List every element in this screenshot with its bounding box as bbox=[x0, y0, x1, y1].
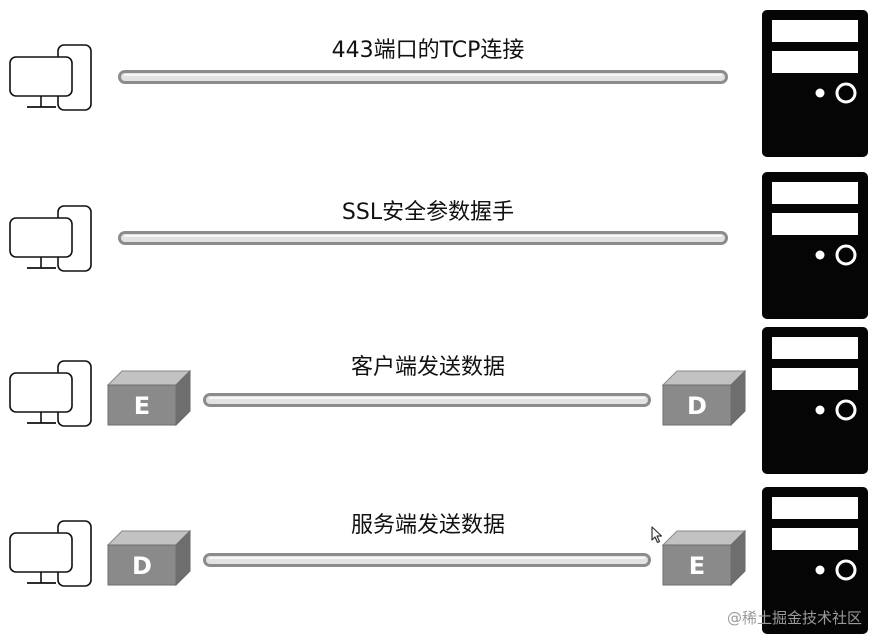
row-label-1: 443端口的TCP连接 bbox=[331, 38, 525, 63]
mouse-cursor-icon bbox=[651, 526, 663, 544]
client-computer-icon-4 bbox=[9, 520, 92, 587]
connection-pipe-3 bbox=[203, 393, 651, 407]
server-icon-2 bbox=[762, 172, 868, 319]
row-label-3: 客户端发送数据 bbox=[350, 355, 506, 380]
client-cube-icon-3: E bbox=[106, 369, 192, 427]
client-cube-icon-4-letter: D bbox=[132, 552, 152, 580]
client-cube-icon-4: D bbox=[106, 529, 192, 587]
row-label-4: 服务端发送数据 bbox=[350, 513, 506, 538]
client-computer-icon-1 bbox=[9, 44, 92, 111]
connection-pipe-1 bbox=[118, 70, 728, 84]
client-cube-icon-3-letter: E bbox=[134, 392, 150, 420]
server-icon-4 bbox=[762, 487, 868, 634]
watermark: @稀土掘金技术社区 bbox=[726, 609, 862, 627]
server-icon-3 bbox=[762, 327, 868, 474]
client-computer-icon-3 bbox=[9, 360, 92, 427]
connection-pipe-4 bbox=[203, 553, 651, 567]
server-cube-icon-3-letter: D bbox=[687, 392, 707, 420]
server-cube-icon-3: D bbox=[661, 369, 747, 427]
connection-pipe-2 bbox=[118, 231, 728, 245]
server-cube-icon-4-letter: E bbox=[689, 552, 705, 580]
client-computer-icon-2 bbox=[9, 205, 92, 272]
server-icon-1 bbox=[762, 10, 868, 157]
server-cube-icon-4: E bbox=[661, 529, 747, 587]
row-label-2: SSL安全参数握手 bbox=[341, 200, 515, 225]
